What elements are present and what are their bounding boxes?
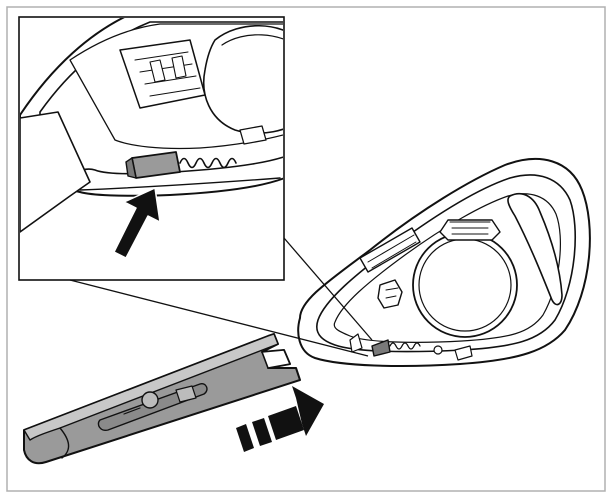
key-fob-housing — [297, 158, 591, 367]
outer-frame — [6, 6, 606, 492]
detail-inset — [18, 16, 373, 357]
arrow-up-right-icon — [113, 187, 161, 259]
release-tool — [23, 333, 301, 465]
inset-magnified-housing — [20, 18, 283, 233]
latch-spring — [179, 157, 237, 169]
callout-line-upper — [283, 237, 373, 341]
arrow-right-dashed-icon — [236, 386, 324, 452]
callout-line-lower — [69, 279, 369, 357]
